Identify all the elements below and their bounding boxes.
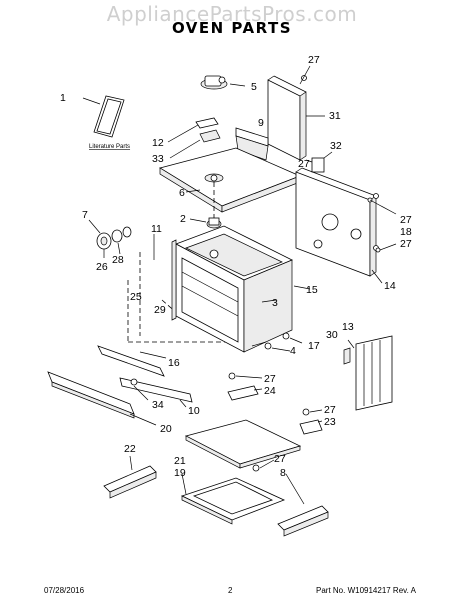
callout-24: 24	[264, 385, 276, 397]
footer-date: 07/28/2016	[44, 586, 85, 595]
callout-3: 3	[272, 297, 278, 309]
part-31-rear-panel	[267, 75, 325, 161]
watermark: AppliancePartsPros.com	[106, 2, 358, 26]
callout-25: 25	[130, 291, 142, 303]
part-5-switch	[200, 75, 246, 90]
callout-21: 21	[174, 455, 186, 467]
callout-30: 30	[326, 329, 338, 341]
callout-11: 11	[151, 223, 162, 235]
literature-label: Literature Parts	[89, 144, 130, 150]
part-8-runner	[277, 473, 329, 537]
callout-15: 15	[306, 284, 318, 296]
part-9-bracket	[235, 127, 269, 161]
footer-part-number: Part No. W10914217 Rev. A	[316, 586, 416, 595]
part-11-25-29-leads	[127, 234, 250, 343]
fastener-leads	[299, 65, 397, 253]
part-21-bottom-panel	[184, 419, 302, 472]
part-22-runner	[103, 455, 157, 499]
callout-32: 32	[330, 140, 342, 152]
part-19-bottom-tray	[180, 473, 286, 525]
part-2-terminal	[189, 217, 222, 229]
callout-6: 6	[179, 187, 185, 199]
callout-27: 27	[324, 404, 336, 416]
part-12-33-sensor	[167, 117, 221, 159]
part-6-top-panel	[158, 147, 302, 222]
callout-17: 17	[308, 340, 320, 352]
callout-5: 5	[251, 81, 257, 93]
callout-23: 23	[324, 416, 336, 428]
callout-14: 14	[384, 280, 396, 292]
part-14-rear-wall	[295, 167, 383, 284]
callout-8: 8	[280, 467, 286, 479]
footer-page-number: 2	[228, 586, 233, 595]
callout-27: 27	[274, 453, 286, 465]
part-20-front-trim	[47, 371, 157, 426]
callout-27: 27	[308, 54, 320, 66]
page-title: OVEN PARTS	[171, 19, 293, 37]
callout-13: 13	[342, 321, 354, 333]
part-4-17-fasteners	[264, 332, 303, 352]
callout-7: 7	[82, 209, 88, 221]
part-16-trim	[97, 345, 167, 377]
callout-27: 27	[400, 238, 412, 250]
callout-27: 27	[400, 214, 412, 226]
part-10-vent-trim	[119, 377, 193, 408]
part-1-literature	[82, 95, 125, 138]
callout-28: 28	[112, 254, 124, 266]
callout-27: 27	[264, 373, 276, 385]
callout-26: 26	[96, 261, 108, 273]
callout-9: 9	[258, 117, 264, 129]
callout-10: 10	[188, 405, 200, 417]
callout-22: 22	[124, 443, 136, 455]
part-13-side-panel	[343, 335, 393, 411]
callout-20: 20	[160, 423, 172, 435]
callout-16: 16	[168, 357, 180, 369]
callout-18: 18	[400, 226, 412, 238]
callout-19: 19	[174, 467, 186, 479]
callout-29: 29	[154, 304, 166, 316]
callout-31: 31	[329, 110, 341, 122]
part-32-bracket	[311, 151, 333, 173]
callout-4: 4	[290, 345, 296, 357]
part-23-bracket	[299, 408, 323, 435]
callout-2: 2	[180, 213, 186, 225]
callout-27: 27	[298, 158, 310, 170]
callout-1: 1	[60, 92, 66, 104]
callout-33: 33	[152, 153, 164, 165]
part-15-oven-cavity	[171, 225, 311, 353]
callout-34: 34	[152, 399, 164, 411]
part-7-26-28-knobs	[88, 219, 132, 258]
callout-12: 12	[152, 137, 164, 149]
part-24-bracket	[227, 372, 263, 401]
